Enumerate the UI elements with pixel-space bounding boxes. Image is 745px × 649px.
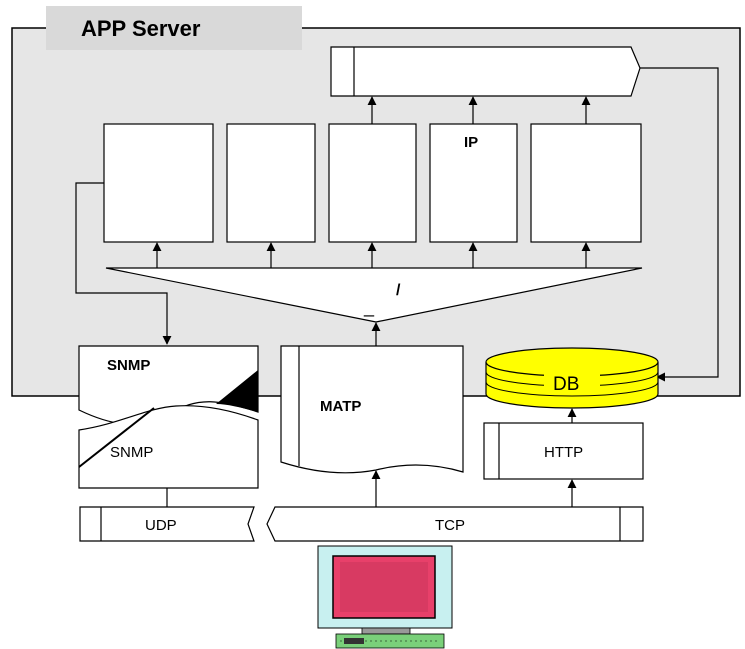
module-box-2 xyxy=(226,123,316,243)
snmp-stack-doc xyxy=(78,405,259,489)
snmp-agent-label: SNMP xyxy=(107,357,150,374)
db-label: DB xyxy=(553,374,579,395)
output-banner xyxy=(330,46,641,97)
computer-icon xyxy=(317,545,453,649)
tcp-banner xyxy=(266,506,644,542)
module-ip-label: IP xyxy=(464,134,478,151)
matp-doc xyxy=(280,345,464,474)
module-box-5 xyxy=(530,123,642,243)
udp-banner xyxy=(79,506,255,542)
dispatcher-funnel xyxy=(105,267,643,323)
db-cylinder xyxy=(485,347,659,409)
app-server-title-tab xyxy=(46,6,302,50)
funnel-underscore-label: _ xyxy=(363,297,375,318)
udp-label: UDP xyxy=(145,517,177,534)
snmp-stack-label: SNMP xyxy=(110,444,153,461)
matp-label: MATP xyxy=(320,398,361,415)
funnel-slash-label: / xyxy=(396,282,401,299)
http-box xyxy=(483,422,644,480)
module-box-1 xyxy=(103,123,214,243)
tcp-label: TCP xyxy=(435,517,465,534)
app-server-title: APP Server xyxy=(81,16,201,41)
module-box-3 xyxy=(328,123,417,243)
http-label: HTTP xyxy=(544,444,583,461)
module-box-ip xyxy=(429,123,518,243)
